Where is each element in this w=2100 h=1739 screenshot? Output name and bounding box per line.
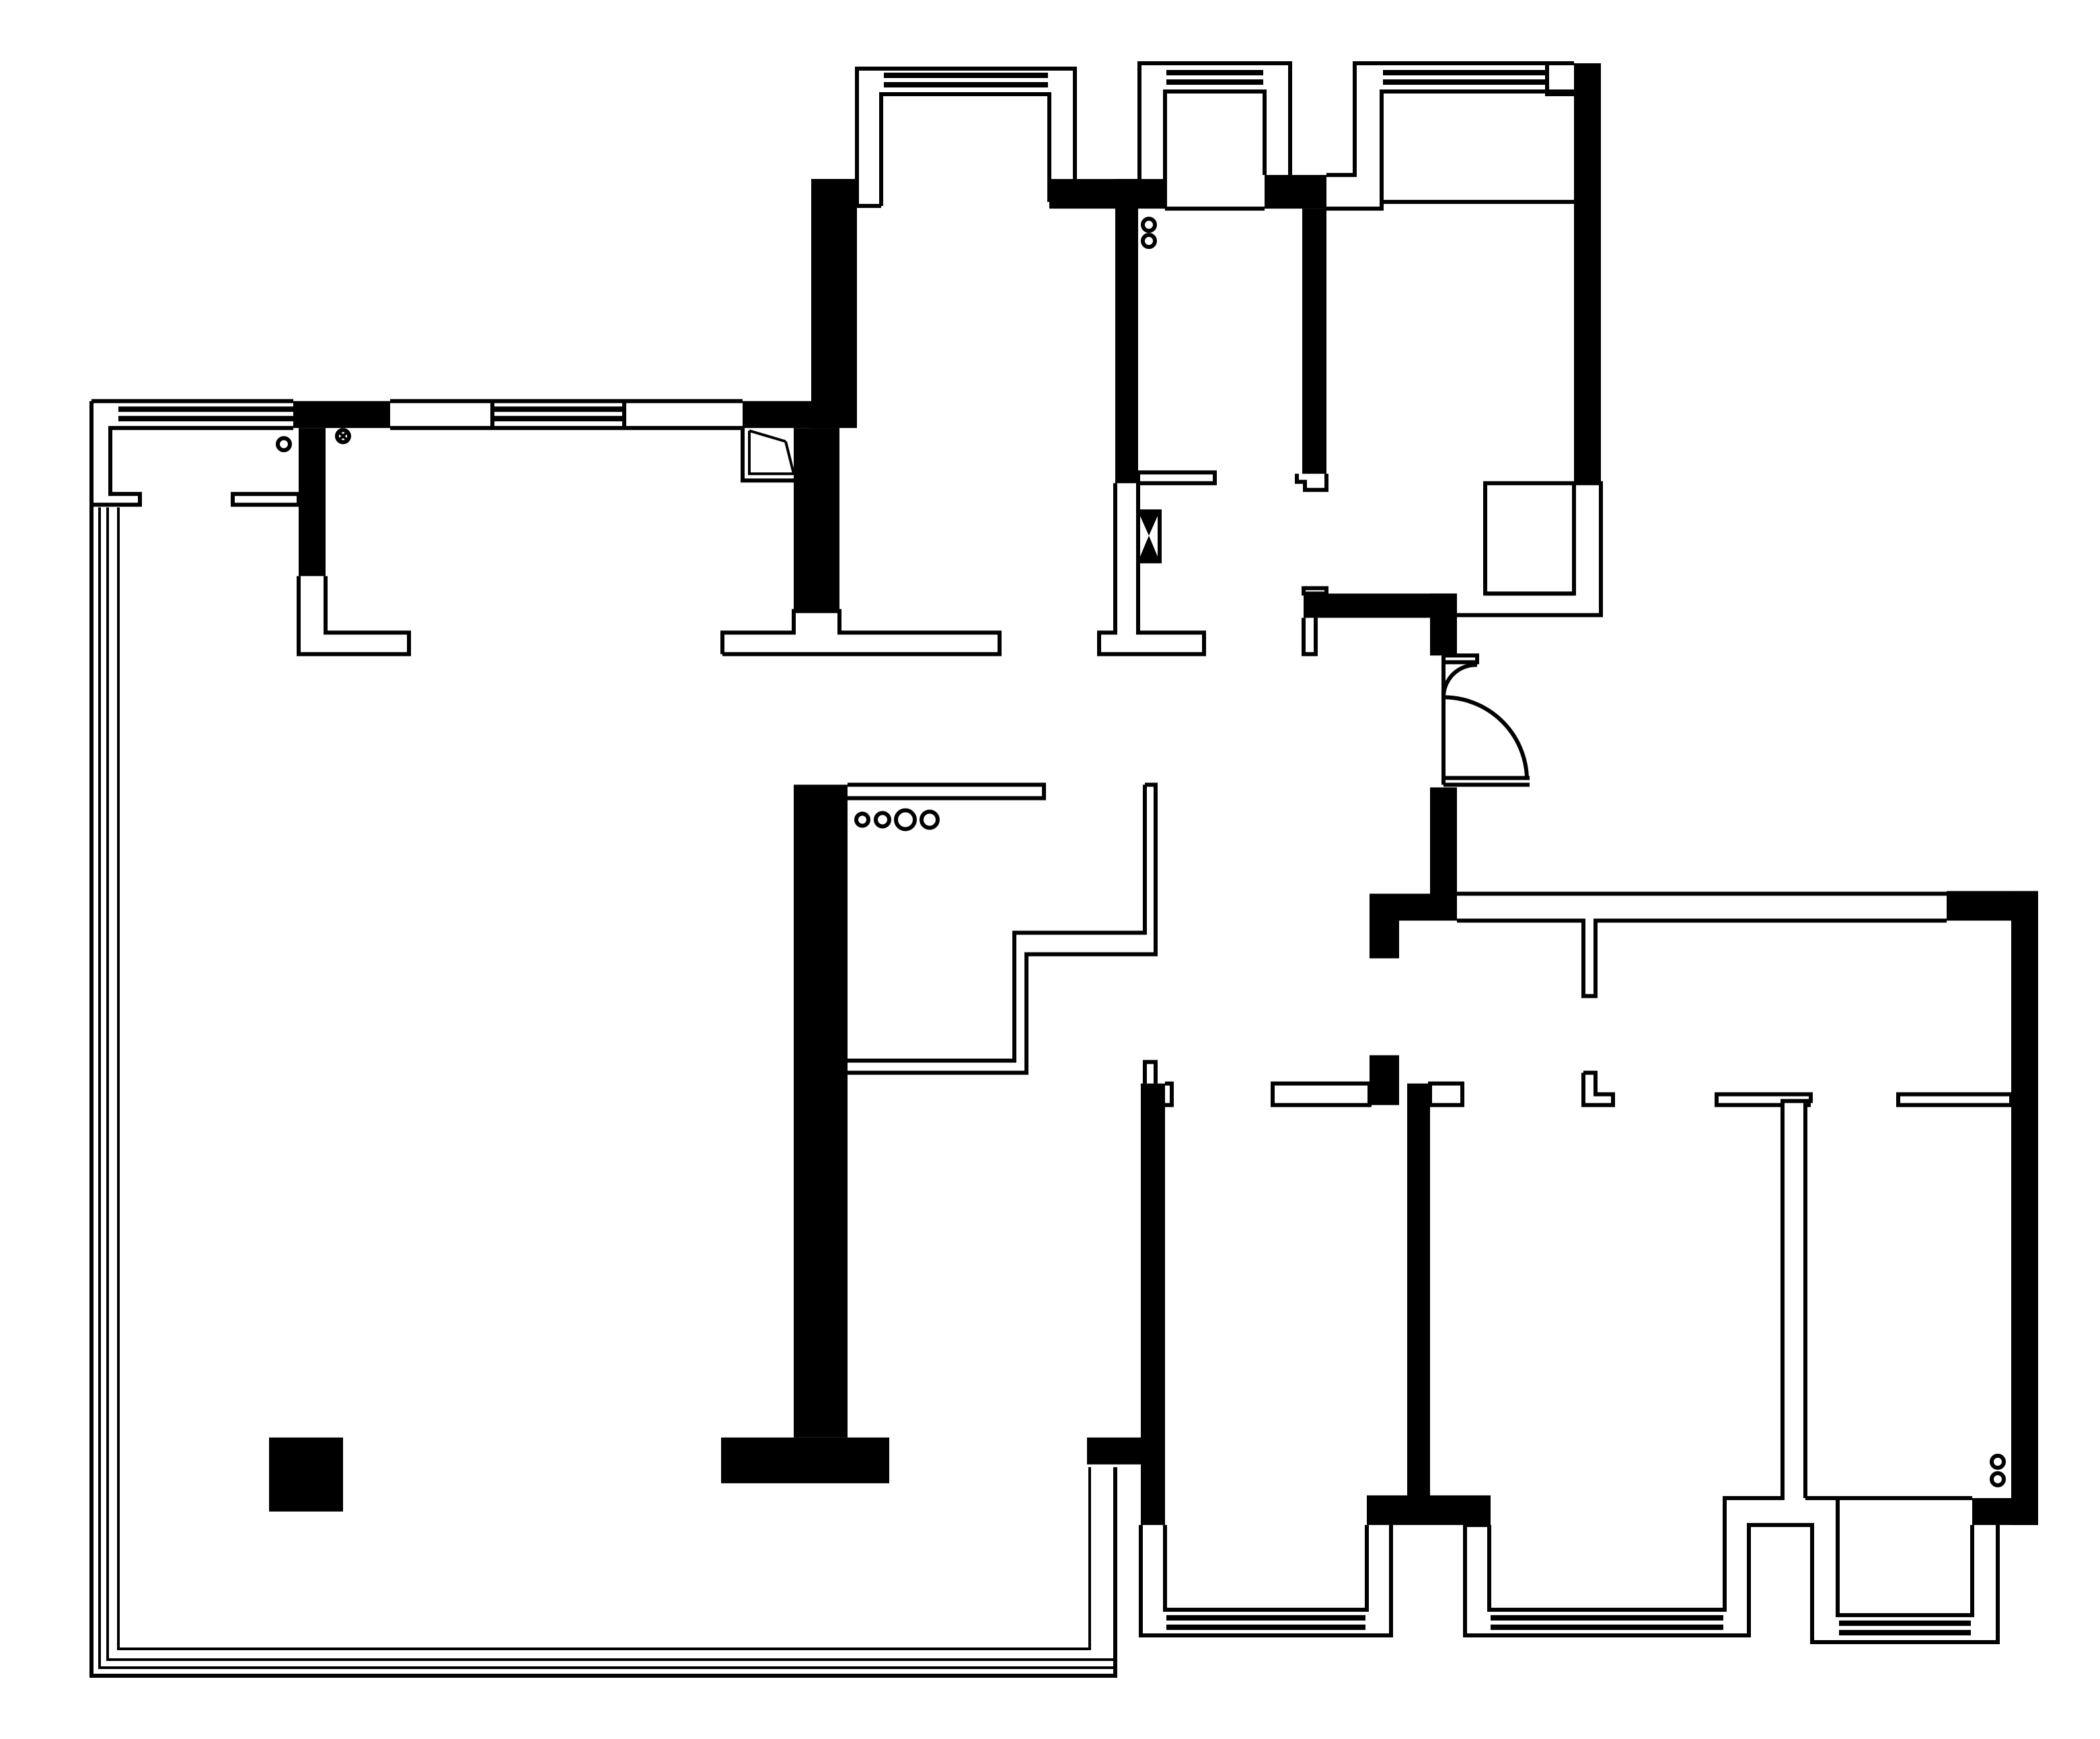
drain-icon bbox=[276, 436, 292, 453]
pipe-icon bbox=[920, 809, 940, 830]
pipe-icon bbox=[1141, 217, 1157, 233]
windows bbox=[118, 61, 2000, 1644]
valve-icon bbox=[1138, 509, 1162, 564]
pipe-icon bbox=[894, 808, 917, 831]
pipe-icon bbox=[854, 811, 870, 828]
pipe-icon bbox=[874, 811, 891, 829]
pipe-icon bbox=[1990, 1453, 2006, 1470]
structural-walls bbox=[269, 63, 2038, 1525]
pipe-icon bbox=[1990, 1471, 2006, 1487]
outer-outline bbox=[89, 399, 1117, 1678]
floor-drain-icon bbox=[335, 428, 351, 445]
partitions bbox=[231, 428, 2013, 1527]
pipe-icon bbox=[1141, 233, 1157, 250]
fixtures bbox=[276, 217, 2006, 1487]
